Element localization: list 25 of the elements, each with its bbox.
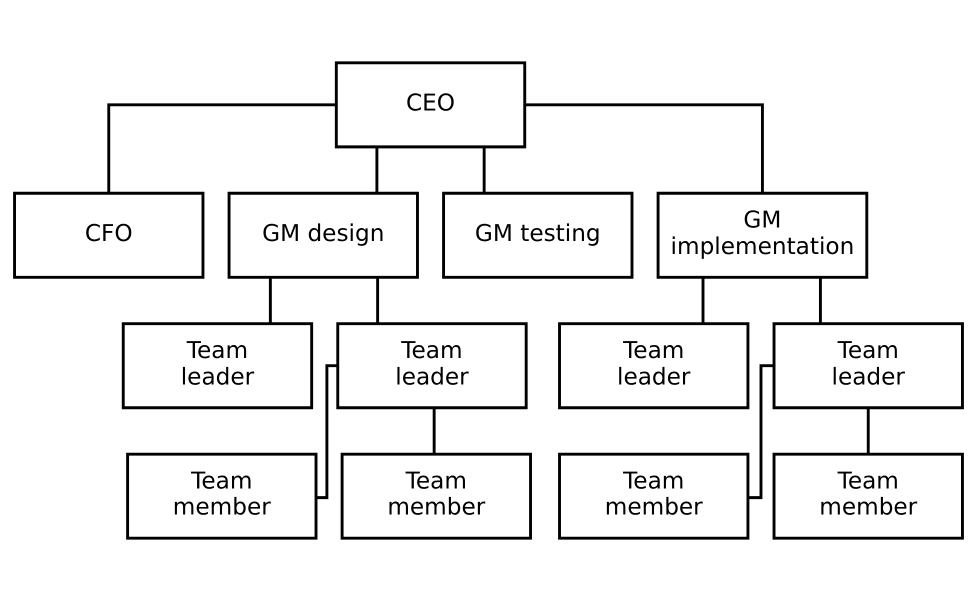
node-box: Team member [340, 452, 532, 540]
node-box: Team leader [772, 322, 964, 410]
connector [432, 408, 436, 454]
connector [702, 278, 704, 324]
connector [376, 278, 380, 324]
node-box: GM design [228, 192, 419, 279]
node-box: CFO [13, 192, 204, 279]
node-box: GM testing [442, 192, 634, 279]
connector [818, 278, 822, 324]
node-box: Team leader [336, 322, 528, 410]
connector [375, 148, 378, 193]
connector [268, 278, 272, 324]
node-box: Team leader [558, 322, 750, 410]
connector [748, 364, 774, 500]
node-box: GM implementation [656, 192, 868, 279]
node-box: CEO [334, 61, 526, 148]
node-box: Team leader [122, 322, 314, 410]
connector [482, 148, 486, 193]
connector [866, 408, 870, 454]
node-box: Team member [126, 452, 318, 540]
node-box: Team member [772, 452, 964, 540]
node-box: Team member [558, 452, 750, 540]
connector [524, 103, 764, 193]
connector [316, 364, 338, 500]
connector [107, 103, 336, 193]
